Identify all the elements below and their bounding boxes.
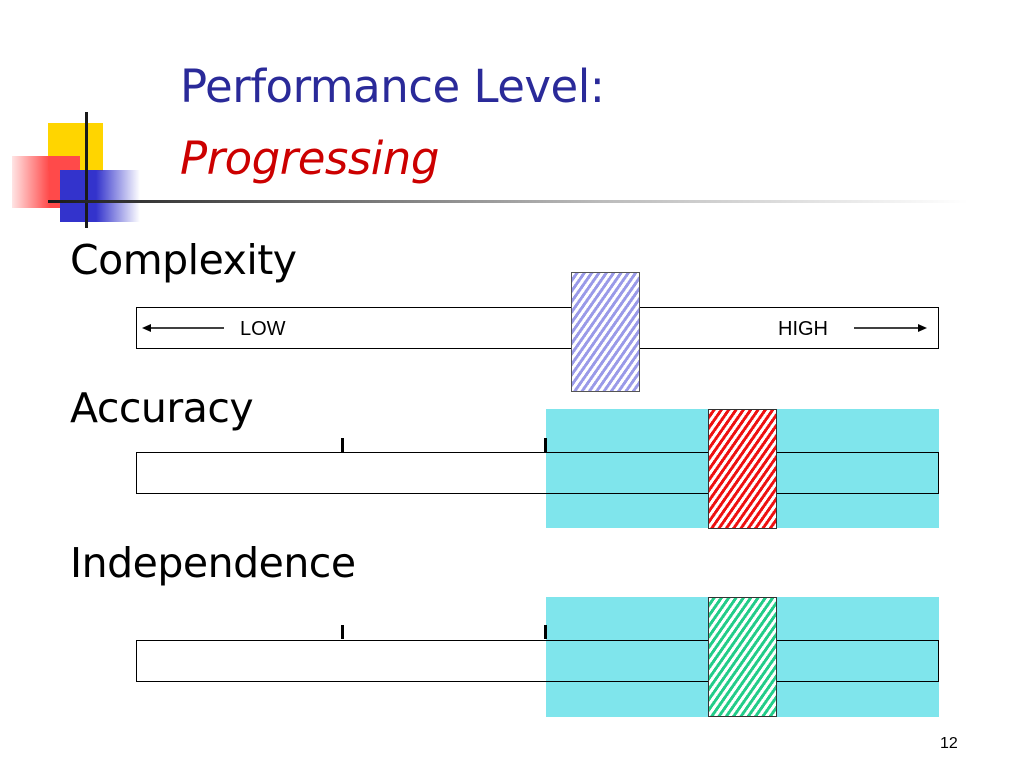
complexity-label: Complexity (70, 236, 297, 284)
high-label: HIGH (778, 318, 828, 340)
left-arrow-icon (142, 324, 224, 332)
accuracy-label: Accuracy (70, 384, 254, 432)
complexity-bar (136, 307, 939, 349)
title-divider-line (48, 200, 968, 203)
page-number: 12 (940, 735, 958, 752)
slide-title-emphasis: Progressing (180, 132, 439, 185)
low-label: LOW (240, 318, 286, 340)
independence-marker (708, 597, 777, 717)
independence-tick-2 (544, 625, 547, 639)
logo-blue-square (60, 170, 140, 222)
complexity-marker (571, 272, 640, 392)
slide-title: Performance Level: (180, 60, 605, 113)
independence-label: Independence (70, 539, 356, 587)
accuracy-tick-1 (341, 438, 344, 452)
logo-vertical-line (85, 112, 88, 228)
accuracy-marker (708, 409, 777, 529)
independence-tick-1 (341, 625, 344, 639)
accuracy-tick-2 (544, 438, 547, 452)
right-arrow-icon (854, 324, 927, 332)
